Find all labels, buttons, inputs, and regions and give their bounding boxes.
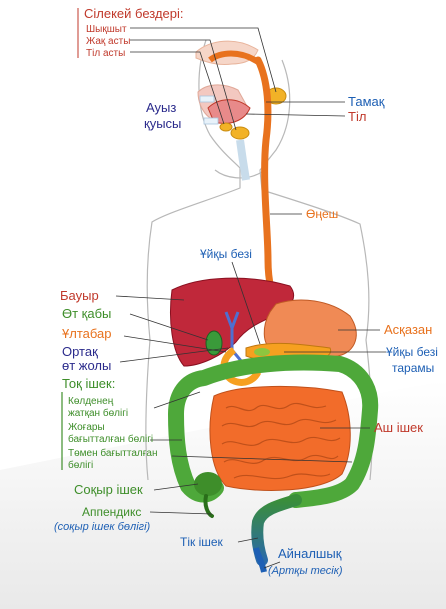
label-pancreatic-duct-line2: тарамы — [392, 361, 434, 375]
label-stomach: Асқазан — [384, 322, 432, 337]
colon-item-4: Төмен бағытталған — [68, 447, 157, 459]
pancreatic-spot — [254, 348, 270, 356]
label-pancreatic-duct-line1: Ұйқы безі — [386, 345, 438, 359]
salivary-item-sublingual: Тіл асты — [86, 48, 125, 59]
colon-item-5: бөлігі — [68, 459, 93, 471]
label-appendix-line1: Аппендикс — [82, 505, 141, 519]
colon-item-1: жатқан бөлігі — [68, 407, 128, 419]
salivary-title: Сілекей бездері: — [84, 6, 184, 21]
teeth-lower — [204, 118, 218, 124]
colon-item-3: бағытталған бөлігі — [68, 433, 153, 445]
label-bile-duct-line1: Ортақ — [62, 344, 98, 359]
submandibular-gland — [231, 127, 249, 139]
label-anus-line1: Айналшық — [278, 546, 342, 561]
label-esophagus: Өңеш — [306, 207, 338, 221]
label-pancreas: Ұйқы безі — [200, 247, 252, 261]
salivary-item-parotid: Шықшыт — [86, 24, 127, 35]
head-organs — [196, 41, 286, 180]
leader-tongue — [246, 114, 345, 116]
label-bile-duct-line2: өт жолы — [62, 358, 111, 373]
label-cecum: Соқыр ішек — [74, 482, 143, 497]
sublingual-gland — [220, 123, 232, 131]
colon-item-2: Жоғары — [68, 422, 105, 433]
label-small-intestine: Аш ішек — [374, 420, 423, 435]
salivary-item-submandibular: Жақ асты — [86, 36, 130, 47]
label-mouth-line1: Ауыз — [146, 100, 176, 115]
colon-item-0: Көлденең — [68, 396, 114, 407]
teeth-upper — [200, 96, 214, 102]
trachea — [240, 140, 246, 180]
label-pharynx: Тамақ — [348, 94, 385, 109]
label-appendix-line2: (соқыр ішек бөлігі) — [54, 521, 151, 533]
colon-title: Тоқ ішек: — [62, 376, 115, 391]
label-duodenum: Ұлтабар — [62, 326, 111, 341]
cecum-shape — [194, 472, 222, 496]
label-anus-line2: (Артқы тесік) — [268, 565, 343, 577]
label-mouth-line2: қуысы — [144, 116, 181, 131]
label-rectum: Тік ішек — [180, 535, 224, 549]
label-liver: Бауыр — [60, 288, 99, 303]
label-tongue: Тіл — [348, 109, 366, 124]
label-gallbladder: Өт қабы — [62, 306, 111, 321]
